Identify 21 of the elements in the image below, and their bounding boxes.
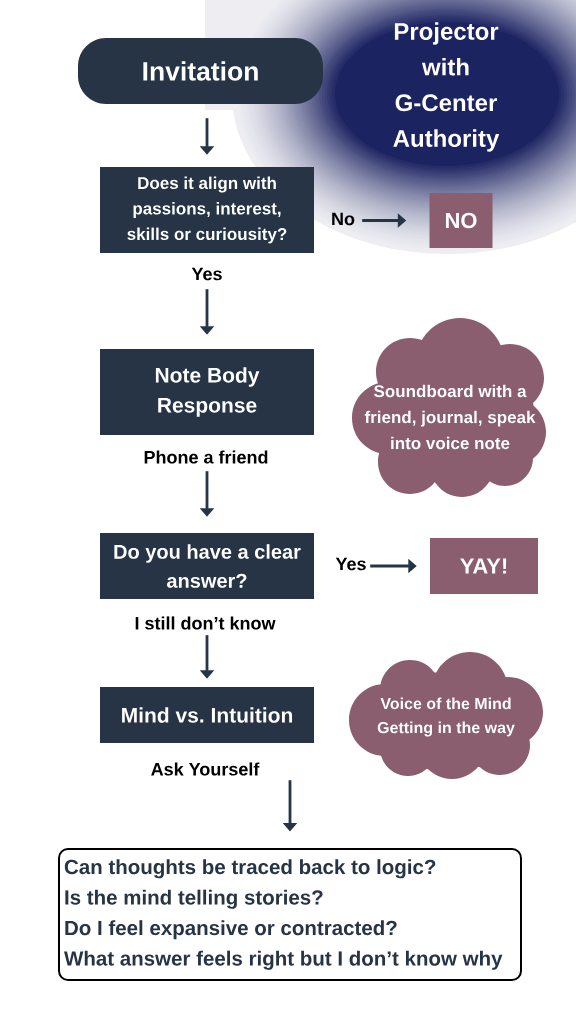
edge-label: Yes [191, 267, 222, 281]
title: Projector with G-Center Authority [393, 22, 500, 152]
edge-label: Phone a friend [144, 450, 268, 464]
edge-label: No [332, 212, 355, 226]
result-box: YAY! [430, 538, 538, 594]
question-text: Do I feel expansive or contracted? [65, 920, 397, 940]
process-box: Note Body Response [100, 349, 314, 435]
edge-label: I still don’t know [135, 616, 276, 630]
thought-cloud: Voice of the Mind Getting in the way [349, 652, 543, 779]
result-box: NO [429, 193, 493, 248]
process-box: Does it align with passions, interest, skills or curiousity? [100, 167, 314, 253]
process-box: Mind vs. Intuition [100, 687, 314, 743]
thought-cloud: Soundboard with a friend, journal, speak into voice note [352, 318, 546, 497]
edge-label: Ask Yourself [151, 762, 260, 776]
question-text: Is the mind telling stories? [65, 889, 323, 909]
question-text: Can thoughts be traced back to logic? [64, 859, 436, 879]
edge-label: Yes [335, 557, 366, 571]
rounded-box: Invitation [78, 38, 323, 104]
question-text: What answer feels right but I don’t know why [64, 950, 503, 970]
process-box: Do you have a clear answer? [100, 533, 314, 599]
question-box [58, 848, 522, 981]
